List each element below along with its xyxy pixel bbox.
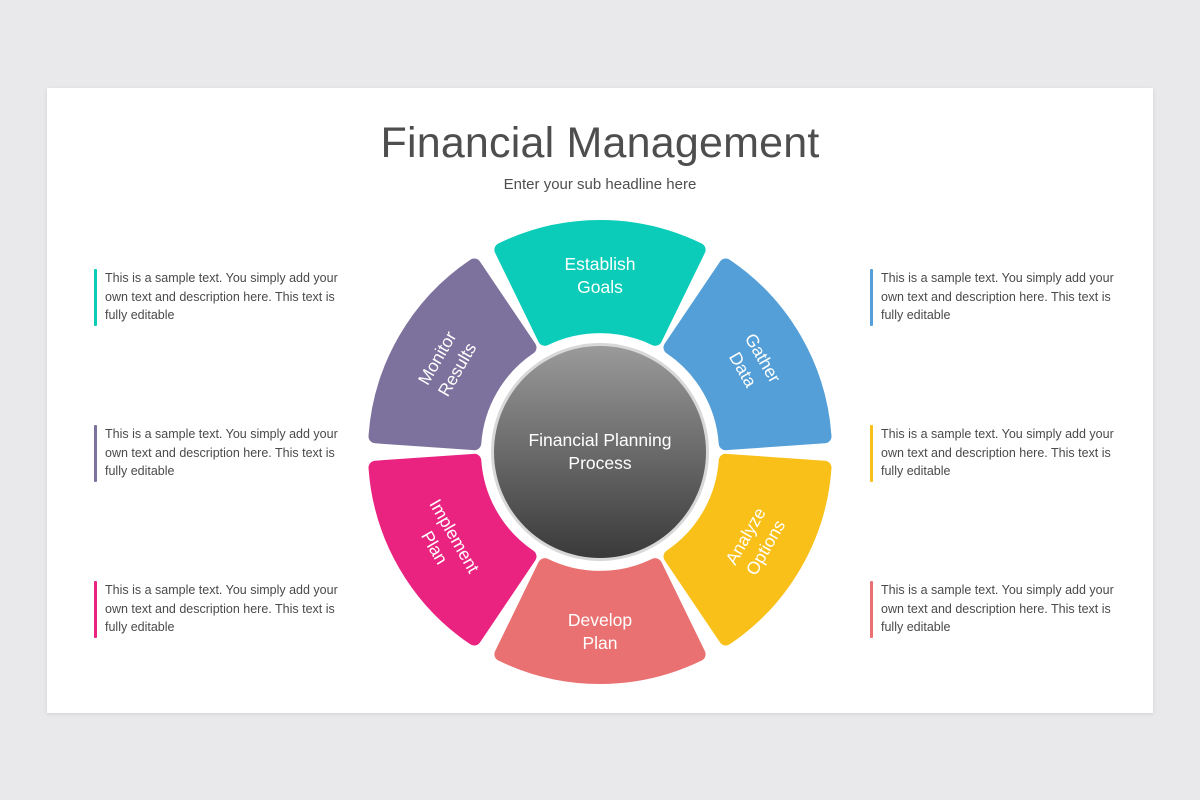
note-text: This is a sample text. You simply add yo… [105,583,338,634]
note-left-1: This is a sample text. You simply add yo… [94,269,355,326]
note-accent-bar [870,269,873,326]
segment-establish-goals [494,220,706,346]
note-text: This is a sample text. You simply add yo… [881,271,1114,322]
note-text: This is a sample text. You simply add yo… [105,427,338,478]
segment-gather-data [663,258,832,451]
hub-label-line2: Process [568,453,631,473]
note-right-2: This is a sample text. You simply add yo… [870,425,1131,482]
note-left-2: This is a sample text. You simply add yo… [94,425,355,482]
segment-label-line1: Establish [564,254,635,274]
note-right-3: This is a sample text. You simply add yo… [870,581,1131,638]
slide-title: Financial Management [380,119,820,167]
note-text: This is a sample text. You simply add yo… [881,583,1114,634]
segment-develop-plan [494,558,706,684]
slide-subtitle: Enter your sub headline here [503,176,697,193]
note-right-1: This is a sample text. You simply add yo… [870,269,1131,326]
hub-label-line1: Financial Planning [528,430,671,450]
segment-analyze-options [663,453,832,646]
note-accent-bar [94,581,97,638]
segment-monitor-results [368,258,537,451]
note-text: This is a sample text. You simply add yo… [881,427,1114,478]
segment-label-line2: Goals [577,277,623,297]
note-accent-bar [870,581,873,638]
note-accent-bar [870,425,873,482]
segment-label-line1: Develop [568,610,632,630]
hub-circle [494,346,706,558]
note-text: This is a sample text. You simply add yo… [105,271,338,322]
note-accent-bar [94,269,97,326]
note-accent-bar [94,425,97,482]
segment-label-line2: Plan [582,633,617,653]
segment-implement-plan [368,453,537,646]
note-left-3: This is a sample text. You simply add yo… [94,581,355,638]
